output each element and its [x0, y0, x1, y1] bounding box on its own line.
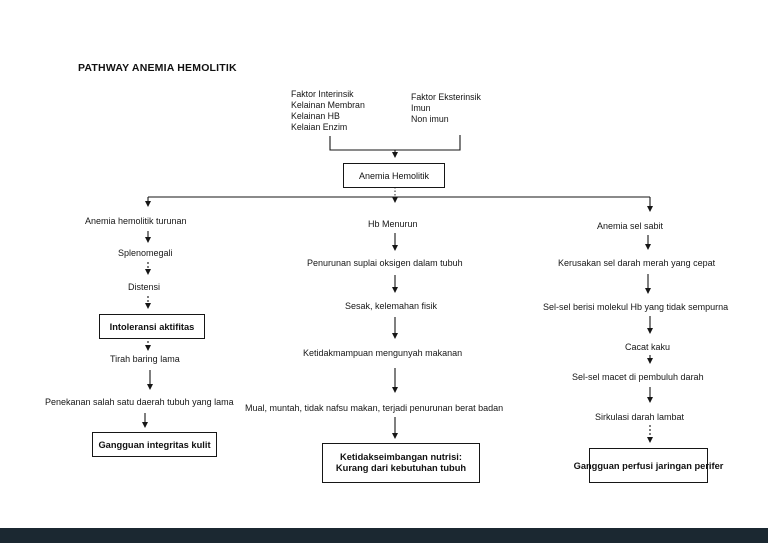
factor-intrinsic-item: Kelainan Membran: [291, 100, 365, 110]
node-penekanan-daerah-tubuh: Penekanan salah satu daerah tubuh yang l…: [45, 397, 234, 407]
node-sel-berisi-molekul-hb: Sel-sel berisi molekul Hb yang tidak sem…: [543, 302, 729, 312]
node-sesak-kelemahan-fisik: Sesak, kelemahan fisik: [345, 301, 438, 311]
node-anemia-hemolitik-label: Anemia Hemolitik: [358, 170, 430, 181]
node-splenomegali: Splenomegali: [118, 248, 173, 258]
factor-extrinsic-item: Non imun: [411, 114, 449, 124]
factor-extrinsic-item: Imun: [411, 103, 431, 113]
node-anemia-hemolitik-turunan: Anemia hemolitik turunan: [85, 216, 187, 226]
node-anemia-sel-sabit: Anemia sel sabit: [597, 221, 664, 231]
node-anemia-hemolitik-box: Anemia Hemolitik: [343, 163, 445, 188]
node-ketidakseimbangan-nutrisi-line2: Kurang dari kebutuhan tubuh: [335, 463, 467, 473]
node-gangguan-integritas-kulit-box: Gangguan integritas kulit: [92, 432, 217, 457]
factor-list-intrinsic: Faktor Interinsik Kelainan Membran Kelai…: [291, 89, 365, 133]
node-cacat-kaku: Cacat kaku: [625, 342, 671, 352]
factors-bracket: [329, 135, 461, 151]
node-intoleransi-aktifitas-box: Intoleransi aktifitas: [99, 314, 205, 339]
node-distensi: Distensi: [128, 282, 161, 292]
factor-intrinsic-heading: Faktor Interinsik: [291, 89, 354, 99]
factor-intrinsic-item: Kelainan HB: [291, 111, 340, 121]
node-sirkulasi-darah-lambat: Sirkulasi darah lambat: [595, 412, 685, 422]
node-kerusakan-sel-darah: Kerusakan sel darah merah yang cepat: [558, 258, 716, 268]
node-tirah-baring-lama: Tirah baring lama: [110, 354, 180, 364]
node-ketidakmampuan-mengunyah: Ketidakmampuan mengunyah makanan: [303, 348, 463, 358]
node-gangguan-perfusi-label: Gangguan perfusi jaringan perifer: [573, 460, 724, 471]
node-mual-muntah: Mual, muntah, tidak nafsu makan, terjadi…: [245, 403, 504, 413]
node-intoleransi-aktifitas-label: Intoleransi aktifitas: [109, 321, 195, 332]
node-ketidakseimbangan-nutrisi-line1: Ketidakseimbangan nutrisi:: [340, 451, 462, 462]
node-sel-macet-pembuluh: Sel-sel macet di pembuluh darah: [572, 372, 704, 382]
node-gangguan-perfusi-box: Gangguan perfusi jaringan perifer: [574, 448, 723, 483]
node-penurunan-suplai-oksigen: Penurunan suplai oksigen dalam tubuh: [307, 258, 463, 268]
factor-extrinsic-heading: Faktor Eksterinsik: [411, 92, 481, 102]
page-title: PATHWAY ANEMIA HEMOLITIK: [78, 62, 237, 74]
node-ketidakseimbangan-nutrisi-box: Ketidakseimbangan nutrisi: Kurang dari k…: [322, 443, 480, 483]
viewer-bottom-bar: [0, 528, 768, 543]
node-hb-menurun: Hb Menurun: [368, 219, 418, 229]
factor-intrinsic-item: Kelaian Enzim: [291, 122, 348, 132]
node-gangguan-integritas-kulit-label: Gangguan integritas kulit: [98, 439, 211, 450]
factor-list-extrinsic: Faktor Eksterinsik Imun Non imun: [411, 92, 481, 125]
